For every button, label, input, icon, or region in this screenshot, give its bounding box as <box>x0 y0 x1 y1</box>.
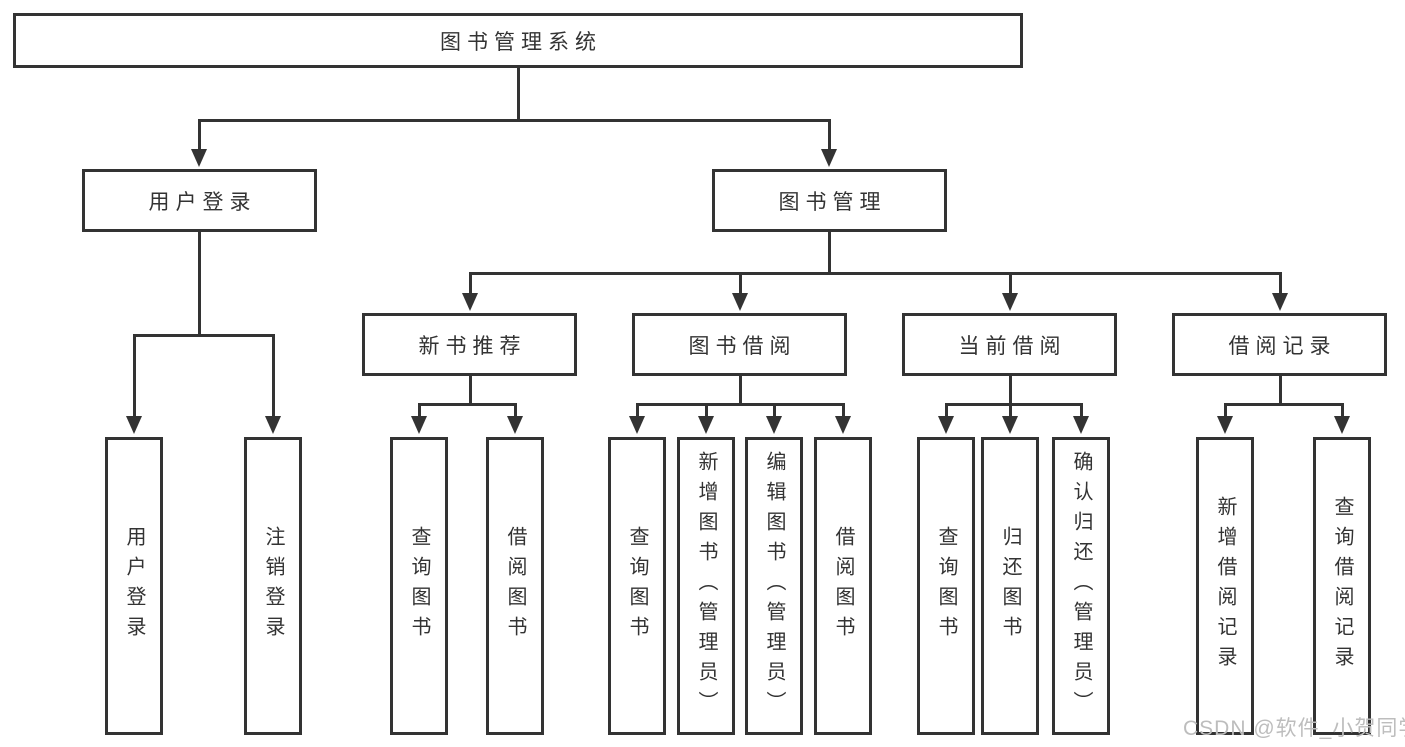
connector <box>945 403 948 418</box>
connector <box>517 68 520 121</box>
node-book-management: 图书管理 <box>712 169 947 232</box>
node-root: 图书管理系统 <box>13 13 1023 68</box>
leaf-label: 查询图书 <box>408 526 430 646</box>
leaf-query-books-borrow: 查询图书 <box>608 437 666 735</box>
leaf-query-books-recommend: 查询图书 <box>390 437 448 735</box>
arrowhead <box>1334 416 1350 434</box>
connector <box>636 403 639 418</box>
connector <box>1009 376 1012 405</box>
arrowhead <box>1002 293 1018 311</box>
connector <box>469 272 472 294</box>
leaf-add-book-admin: 新增图书（管理员） <box>677 437 735 735</box>
connector <box>828 119 831 150</box>
connector <box>1009 403 1012 418</box>
leaf-logout: 注销登录 <box>244 437 302 735</box>
arrowhead <box>766 416 782 434</box>
connector <box>636 403 844 406</box>
node-borrow-records: 借阅记录 <box>1172 313 1387 376</box>
leaf-borrow-books-recommend: 借阅图书 <box>486 437 544 735</box>
connector <box>469 376 472 405</box>
leaf-label: 查询图书 <box>935 526 957 646</box>
arrowhead <box>191 149 207 167</box>
arrowhead <box>698 416 714 434</box>
arrowhead <box>1217 416 1233 434</box>
leaf-query-borrow-record: 查询借阅记录 <box>1313 437 1371 735</box>
leaf-label: 查询图书 <box>626 526 648 646</box>
connector <box>1279 376 1282 405</box>
leaf-label: 新增借阅记录 <box>1214 496 1236 676</box>
connector <box>418 403 421 418</box>
node-current-borrow: 当前借阅 <box>902 313 1117 376</box>
connector <box>1080 403 1083 418</box>
leaf-label: 借阅图书 <box>832 526 854 646</box>
connector <box>469 272 1281 275</box>
leaf-label: 查询借阅记录 <box>1331 496 1353 676</box>
leaf-label: 新增图书（管理员） <box>695 451 717 721</box>
leaf-label: 借阅图书 <box>504 526 526 646</box>
node-book-borrow-label: 图书借阅 <box>688 334 797 358</box>
connector <box>828 232 831 274</box>
connector <box>739 376 742 405</box>
node-user-login-label: 用户登录 <box>148 190 257 214</box>
connector <box>842 403 845 418</box>
connector <box>1009 272 1012 294</box>
leaf-confirm-return-admin: 确认归还（管理员） <box>1052 437 1110 735</box>
node-new-book-recommend-label: 新书推荐 <box>418 334 527 358</box>
connector <box>773 403 776 418</box>
arrowhead <box>507 416 523 434</box>
node-root-label: 图书管理系统 <box>440 30 602 54</box>
arrowhead <box>821 149 837 167</box>
leaf-label: 归还图书 <box>999 526 1021 646</box>
arrowhead <box>1002 416 1018 434</box>
connector <box>198 119 831 122</box>
leaf-query-books-current: 查询图书 <box>917 437 975 735</box>
connector <box>1341 403 1344 418</box>
leaf-edit-book-admin: 编辑图书（管理员） <box>745 437 803 735</box>
arrowhead <box>938 416 954 434</box>
connector <box>418 403 516 406</box>
leaf-user-login: 用户登录 <box>105 437 163 735</box>
connector <box>133 334 274 337</box>
connector <box>1224 403 1343 406</box>
connector <box>739 272 742 294</box>
connector <box>1224 403 1227 418</box>
connector <box>198 119 201 150</box>
leaf-label: 注销登录 <box>262 526 284 646</box>
node-new-book-recommend: 新书推荐 <box>362 313 577 376</box>
leaf-label: 编辑图书（管理员） <box>763 451 785 721</box>
node-borrow-records-label: 借阅记录 <box>1228 334 1337 358</box>
arrowhead <box>732 293 748 311</box>
watermark: CSDN @软件_小贺同学 <box>1183 717 1405 740</box>
node-book-borrow: 图书借阅 <box>632 313 847 376</box>
leaf-label: 确认归还（管理员） <box>1070 451 1092 721</box>
arrowhead <box>462 293 478 311</box>
node-book-management-label: 图书管理 <box>778 190 887 214</box>
arrowhead <box>835 416 851 434</box>
connector <box>272 334 275 417</box>
connector <box>945 403 1082 406</box>
leaf-return-book: 归还图书 <box>981 437 1039 735</box>
node-current-borrow-label: 当前借阅 <box>958 334 1067 358</box>
leaf-add-borrow-record: 新增借阅记录 <box>1196 437 1254 735</box>
connector <box>1279 272 1282 294</box>
arrowhead <box>1073 416 1089 434</box>
arrowhead <box>265 416 281 434</box>
connector <box>198 232 201 335</box>
connector <box>705 403 708 418</box>
arrowhead <box>629 416 645 434</box>
connector <box>514 403 517 418</box>
arrowhead <box>411 416 427 434</box>
leaf-label: 用户登录 <box>123 526 145 646</box>
connector <box>133 334 136 417</box>
node-user-login: 用户登录 <box>82 169 317 232</box>
arrowhead <box>126 416 142 434</box>
leaf-borrow-books: 借阅图书 <box>814 437 872 735</box>
arrowhead <box>1272 293 1288 311</box>
